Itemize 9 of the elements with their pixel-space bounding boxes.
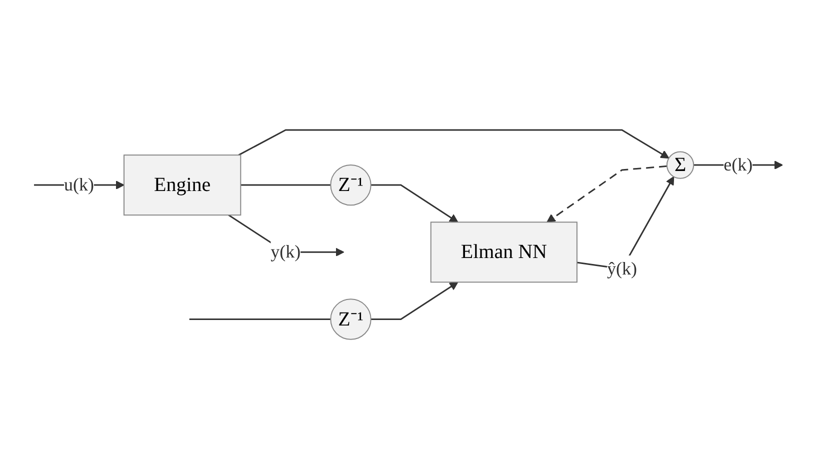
process-box: Engine — [123, 154, 241, 216]
arrow — [238, 130, 669, 159]
arrow — [370, 282, 458, 320]
process-box: Elman NN — [430, 222, 578, 283]
arrow — [370, 184, 458, 223]
operator-circle: Σ — [666, 152, 694, 180]
operator-circle: Z⁻¹ — [330, 164, 372, 206]
operator-circle: Z⁻¹ — [330, 298, 372, 340]
arrow — [546, 166, 667, 223]
